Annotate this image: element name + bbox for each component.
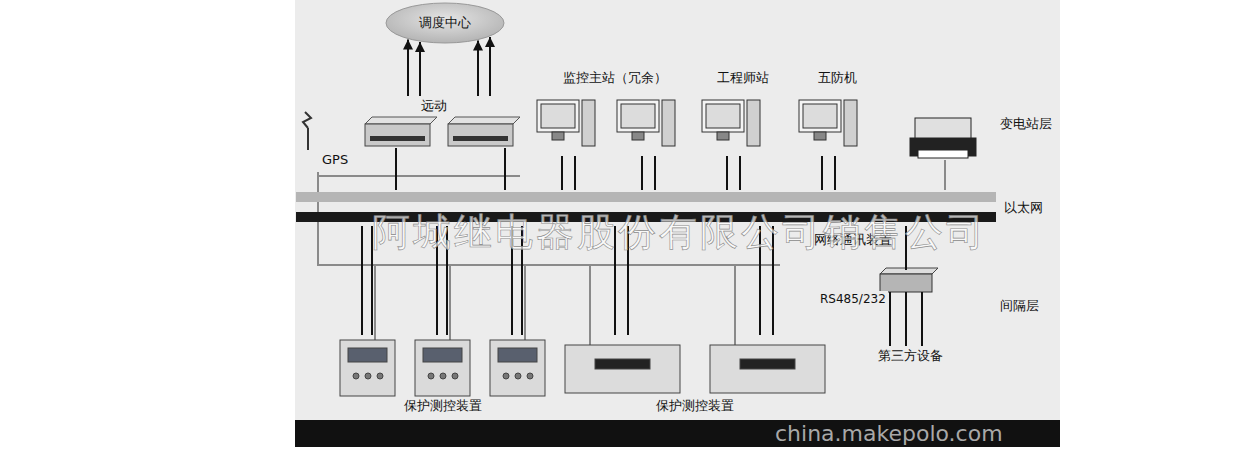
computer-icons bbox=[537, 100, 857, 146]
node-text: 五防机 bbox=[818, 70, 857, 86]
gps-antenna bbox=[303, 112, 311, 150]
protection-device bbox=[340, 340, 825, 396]
node-text: 保护测控装置 bbox=[404, 398, 482, 414]
engineer-station: 工程师站 bbox=[700, 68, 785, 156]
network-comm-device: 网络通讯装置 bbox=[880, 270, 932, 292]
connector bbox=[562, 156, 655, 190]
connector bbox=[822, 156, 835, 190]
site-watermark: china.makepolo.com bbox=[775, 421, 1003, 446]
node-text: 保护测控装置 bbox=[656, 398, 734, 414]
third-party-device: 第三方设备 bbox=[868, 346, 952, 366]
node-text: 远动 bbox=[421, 98, 447, 114]
rtu-group: 远动 bbox=[362, 96, 520, 148]
node-text: 第三方设备 bbox=[878, 348, 943, 364]
node-text: 以太网 bbox=[1004, 200, 1043, 216]
protection-unit-group: 保护测控装置 bbox=[335, 335, 550, 415]
anti-misoperation-pc: 五防机 bbox=[795, 68, 880, 156]
node-text: 监控主站（冗余） bbox=[563, 70, 667, 86]
printer-icon bbox=[910, 118, 976, 158]
rtu-device bbox=[365, 117, 520, 146]
protection-unit-group: 保护测控装置 bbox=[560, 335, 830, 415]
connector bbox=[403, 37, 495, 96]
watermark: 阿城继电器股份有限公司销售公司 bbox=[372, 210, 987, 254]
footer-bar bbox=[295, 420, 1060, 447]
layer-label: 变电站层 bbox=[1000, 116, 1052, 132]
node-text: 调度中心 bbox=[419, 15, 471, 31]
comm-device bbox=[880, 268, 938, 292]
control-center-ellipse: 调度中心 bbox=[385, 2, 505, 44]
edge-label: RS485/232 bbox=[818, 291, 888, 307]
panel-ground bbox=[295, 0, 1060, 447]
connector bbox=[890, 292, 922, 346]
connector bbox=[396, 148, 505, 190]
layer-label: 间隔层 bbox=[1000, 298, 1039, 314]
gps-label: GPS bbox=[322, 152, 348, 168]
connector bbox=[727, 156, 740, 190]
monitor-station: 监控主站（冗余） bbox=[535, 68, 695, 156]
node-text: 工程师站 bbox=[717, 70, 769, 86]
bus-bar bbox=[296, 192, 996, 202]
